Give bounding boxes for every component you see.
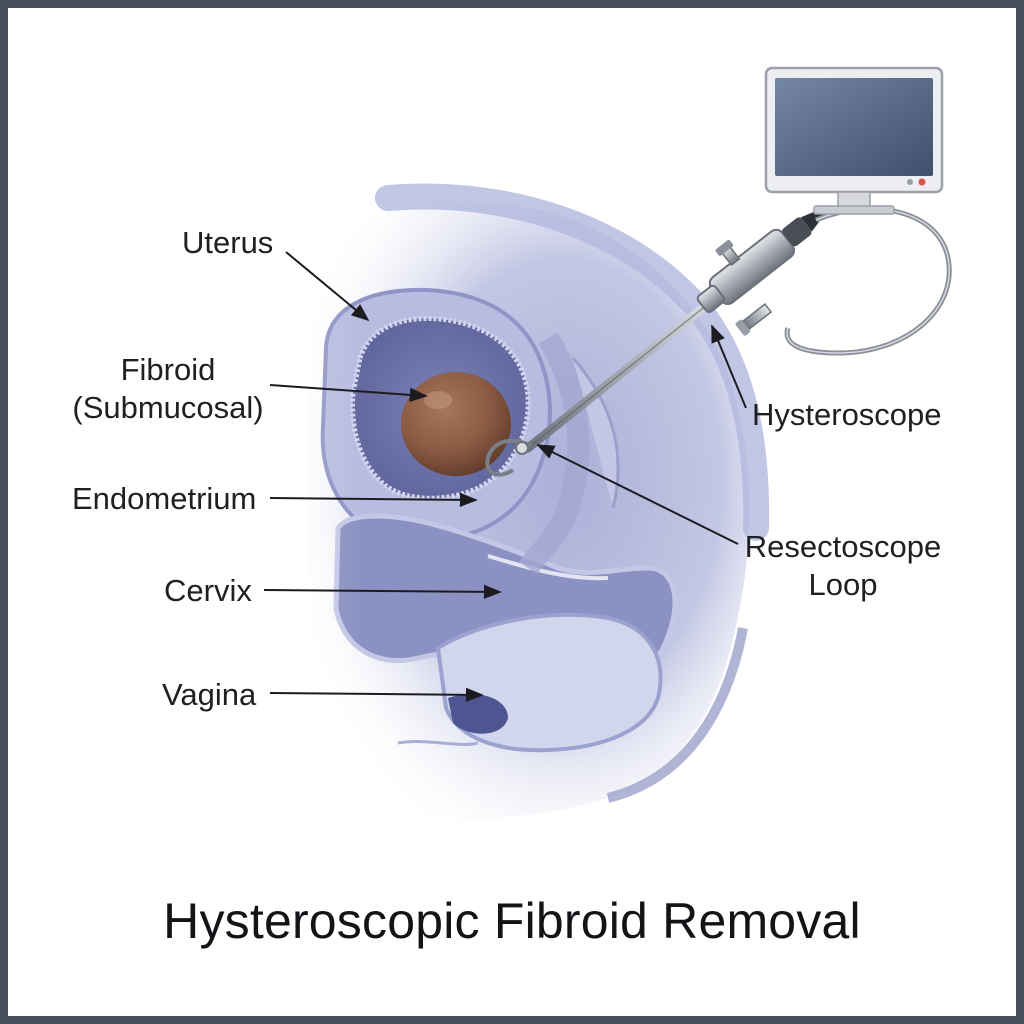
vagina-leader xyxy=(269,687,484,703)
leader-lines xyxy=(263,251,747,703)
fibroid-label-line2: (Submucosal) xyxy=(72,390,264,425)
hysteroscope-leader xyxy=(711,324,747,409)
uterus-label: Uterus xyxy=(182,225,274,260)
resectoscope-label-line2: Loop xyxy=(808,567,878,602)
fibroid-mass xyxy=(401,372,511,476)
cervix-label: Cervix xyxy=(164,573,252,608)
resectoscope-loop-label: Resectoscope Loop xyxy=(736,528,950,604)
vagina-label: Vagina xyxy=(162,677,257,712)
fibroid-leader xyxy=(269,384,428,403)
endometrium-label: Endometrium xyxy=(72,481,257,516)
diagram-title: Hysteroscopic Fibroid Removal xyxy=(163,893,861,949)
resectoscope-leader xyxy=(536,444,739,545)
uterus-leader xyxy=(285,251,370,322)
resectoscope-label-line1: Resectoscope xyxy=(744,529,942,564)
fibroid-label: Fibroid (Submucosal) xyxy=(66,351,270,427)
fibroid-label-line1: Fibroid xyxy=(120,352,216,387)
monitor-icon xyxy=(764,66,944,215)
cervix-leader xyxy=(263,584,502,600)
anatomy-illustration xyxy=(8,8,1016,868)
endometrium-leader xyxy=(269,492,478,508)
hysteroscope-label: Hysteroscope xyxy=(752,397,942,432)
diagram-frame: Uterus Fibroid (Submucosal) Endometrium … xyxy=(8,8,1016,1016)
